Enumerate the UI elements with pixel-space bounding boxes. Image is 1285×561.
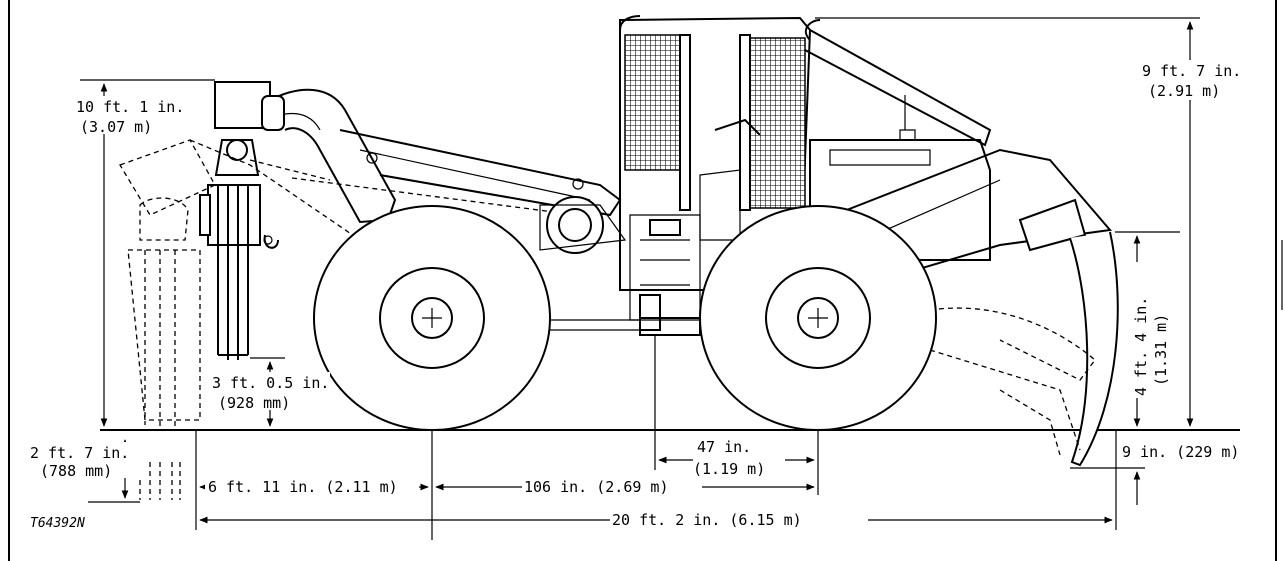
overall-length: 20 ft. 2 in. (6.15 m) [612, 511, 802, 529]
front-wheel [699, 205, 937, 431]
rear-overhang: 6 ft. 11 in. (2.11 m) [208, 478, 398, 496]
grapple-clearance-metric: (928 mm) [218, 394, 290, 412]
frame-border [8, 0, 1283, 561]
grapple-height-metric: (3.07 m) [80, 118, 152, 136]
wheelbase: 106 in. (2.69 m) [524, 478, 669, 496]
cab-height-metric: (2.91 m) [1148, 82, 1220, 100]
skidder-body [455, 15, 1119, 467]
grapple-height-imperial: 10 ft. 1 in. [76, 98, 184, 116]
blade-height-imperial: 4 ft. 4 in. [1132, 297, 1150, 396]
blade-below-ground: 9 in. (229 m) [1122, 443, 1239, 461]
grapple-depth-imperial: 2 ft. 7 in. [30, 444, 129, 462]
grapple-clearance-imperial: 3 ft. 0.5 in. [212, 374, 329, 392]
front-axle-to-pivot-imperial: 47 in. [697, 438, 751, 456]
grapple-depth-metric: (788 mm) [40, 462, 112, 480]
front-axle-to-pivot-metric: (1.19 m) [693, 460, 765, 478]
rear-wheel [313, 205, 551, 431]
figure-id: T64392N [30, 516, 85, 531]
cab-height-imperial: 9 ft. 7 in. [1142, 62, 1241, 80]
blade-height-metric: (1.31 m) [1152, 314, 1170, 386]
grapple-assembly [119, 81, 622, 500]
